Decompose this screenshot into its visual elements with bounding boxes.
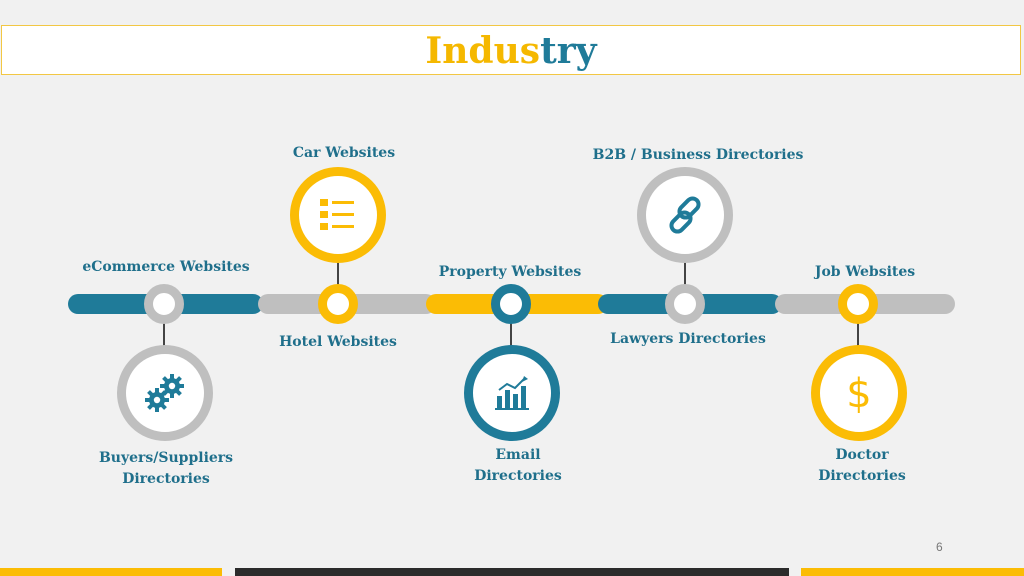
title-part-1: Indus	[425, 30, 541, 72]
label-email-directories: Email Directories	[474, 445, 562, 487]
bar-chart-icon	[495, 376, 529, 410]
label-email-line1: Email	[495, 447, 541, 463]
label-ecommerce-websites: eCommerce Websites	[82, 259, 250, 275]
title-banner: Industry	[1, 25, 1021, 75]
footer-bar-left	[0, 568, 222, 576]
footer-bar-right	[801, 568, 1024, 576]
buyers-suppliers-ring	[117, 345, 213, 441]
list-icon	[320, 199, 354, 230]
stem-car	[337, 262, 339, 288]
stem-doctor	[857, 318, 859, 348]
doctor-directories-ring: $	[811, 345, 907, 441]
car-websites-ring	[290, 167, 386, 263]
timeline-dot-ecommerce	[144, 284, 184, 324]
stem-buyers	[163, 318, 165, 348]
label-property-websites: Property Websites	[438, 264, 582, 280]
stem-email	[510, 318, 512, 348]
footer-bar-center	[235, 568, 789, 576]
label-doctor-directories: Doctor Directories	[818, 445, 906, 487]
label-hotel-websites: Hotel Websites	[279, 334, 397, 350]
timeline-dot-job	[838, 284, 878, 324]
stem-b2b	[684, 262, 686, 288]
label-email-line2: Directories	[474, 468, 562, 484]
svg-text:$: $	[846, 371, 871, 415]
email-directories-ring	[464, 345, 560, 441]
page-number: 6	[936, 540, 943, 554]
label-buyers-line2: Directories	[122, 471, 210, 487]
label-car-websites: Car Websites	[292, 145, 396, 161]
timeline-dot-lawyers	[665, 284, 705, 324]
timeline-dot-hotel	[318, 284, 358, 324]
label-doctor-line2: Directories	[818, 468, 906, 484]
label-buyers-line1: Buyers/Suppliers	[98, 450, 234, 466]
label-job-websites: Job Websites	[814, 264, 916, 280]
title-part-2: try	[540, 30, 597, 72]
b2b-ring	[637, 167, 733, 263]
label-lawyers-directories: Lawyers Directories	[610, 331, 766, 347]
label-doctor-line1: Doctor	[835, 447, 889, 463]
dollar-icon: $	[846, 371, 871, 415]
gears-icon	[145, 374, 184, 412]
label-b2b-directories: B2B / Business Directories	[592, 147, 804, 163]
label-buyers-suppliers: Buyers/Suppliers Directories	[99, 448, 233, 490]
timeline-dot-property	[491, 284, 531, 324]
link-icon	[669, 196, 701, 234]
